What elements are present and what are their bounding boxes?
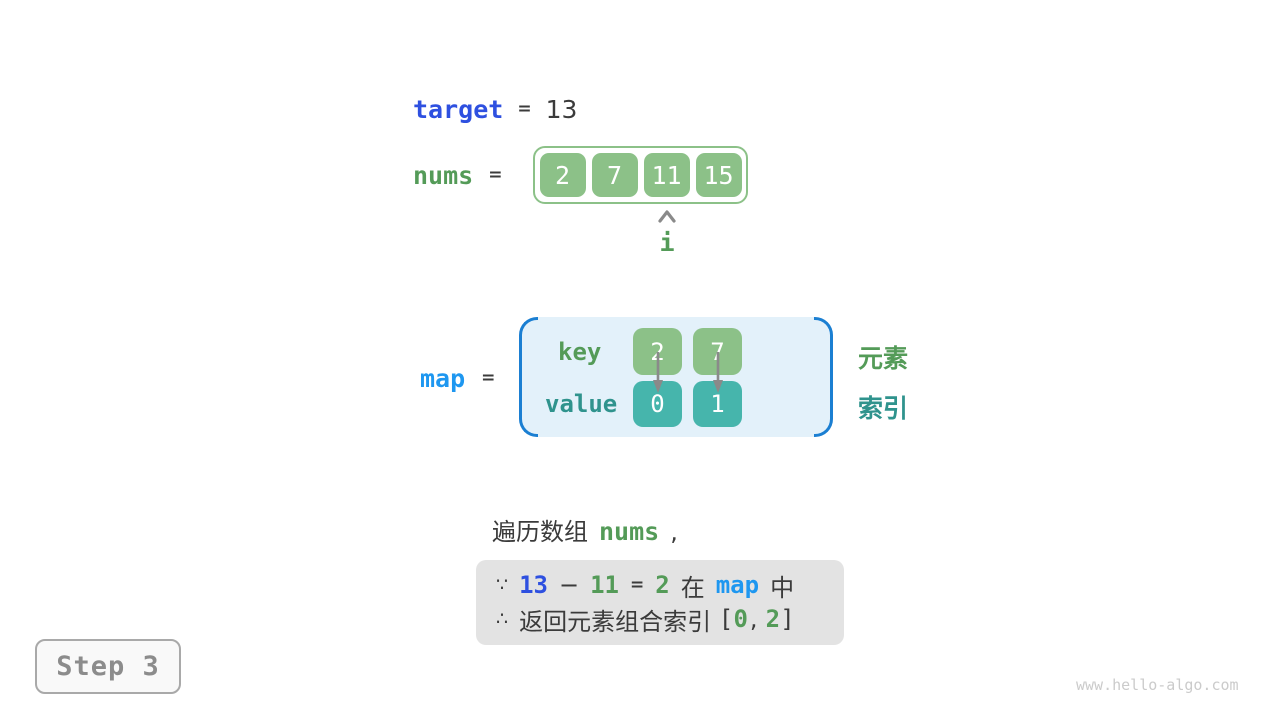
target-assignment: target = 13: [413, 94, 577, 124]
map-keyword: map: [420, 363, 466, 393]
nums-inline-code: nums: [599, 517, 660, 546]
equals-sign: =: [630, 575, 645, 595]
map-bracket-right: [814, 317, 833, 437]
equals-sign: =: [481, 368, 496, 388]
site-watermark: www.hello-algo.com: [1076, 676, 1239, 694]
difference-value: 2: [655, 571, 670, 599]
equals-sign: =: [517, 99, 532, 119]
because-symbol: ∵: [496, 574, 509, 596]
map-bracket-left: [519, 317, 538, 437]
minus-sign: −: [559, 571, 580, 599]
array-cell: 15: [695, 153, 742, 197]
map-inline-code: map: [715, 571, 760, 599]
bracket-open: [: [722, 605, 732, 633]
return-text: 返回元素组合索引: [519, 607, 712, 636]
map-value-cell: 0: [633, 381, 682, 427]
minuend-value: 13: [519, 571, 548, 599]
index-label: 索引: [858, 394, 909, 423]
key-value-arrow-icon: [713, 352, 723, 393]
bracket-close: ]: [782, 605, 792, 633]
nums-array: 2 7 11 15: [533, 146, 748, 204]
element-label: 元素: [858, 344, 909, 373]
index-second-value: 2: [765, 605, 781, 633]
array-cell: 2: [539, 153, 586, 197]
in-word: 在: [680, 573, 705, 602]
subtrahend-value: 11: [590, 571, 620, 599]
index-pair: [ 0 , 2 ]: [722, 605, 791, 633]
array-cell: 11: [643, 153, 690, 197]
index-first-value: 0: [733, 605, 748, 633]
middle-word: 中: [770, 573, 795, 602]
traverse-sentence: 遍历数组 nums ,: [492, 512, 678, 547]
nums-assignment: nums =: [413, 160, 502, 190]
conclusion-box: ∵ 13 − 11 = 2 在 map 中 ∴ 返回元素组合索引 [ 0 , 2…: [476, 560, 844, 645]
therefore-symbol: ∴: [496, 608, 509, 630]
step-badge-label: Step 3: [56, 651, 160, 682]
map-assignment: map =: [420, 363, 495, 393]
therefore-line: ∴ 返回元素组合索引 [ 0 , 2 ]: [496, 603, 844, 636]
key-value-arrow-icon: [653, 352, 663, 393]
index-pointer-arrow-icon: [658, 210, 676, 223]
target-value: 13: [545, 94, 578, 124]
map-value-cell: 1: [693, 381, 742, 427]
map-container: key value 2 7 0 1: [519, 317, 833, 437]
step-badge: Step 3: [35, 639, 181, 694]
key-row-label: key: [558, 338, 602, 366]
index-pointer-label: i: [659, 228, 675, 257]
nums-keyword: nums: [413, 160, 474, 190]
equals-sign: =: [488, 165, 503, 185]
because-line: ∵ 13 − 11 = 2 在 map 中: [496, 569, 844, 602]
comma: ,: [749, 605, 758, 633]
sentence-text: 遍历数组: [492, 518, 588, 546]
value-row-label: value: [545, 390, 618, 418]
target-keyword: target: [413, 94, 504, 124]
sentence-comma: ,: [670, 518, 678, 546]
array-cell: 7: [591, 153, 638, 197]
